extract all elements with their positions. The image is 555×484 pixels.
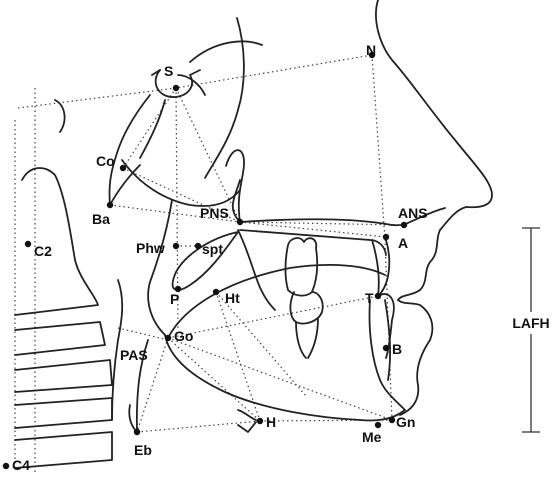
label-co: Co — [96, 153, 115, 169]
landmark-labels: S N Co Ba PNS ANS A C2 Phw spt P Ht T Go… — [12, 42, 428, 473]
label-n: N — [366, 42, 376, 58]
label-eb: Eb — [134, 442, 152, 458]
label-pas: PAS — [120, 347, 148, 363]
label-gn: Gn — [396, 414, 415, 430]
label-me: Me — [362, 429, 382, 445]
label-spt: spt — [202, 241, 223, 257]
label-t: T — [365, 290, 374, 306]
label-phw: Phw — [136, 240, 165, 256]
anatomy-outlines — [14, 0, 493, 469]
label-s: S — [164, 63, 173, 79]
label-b: B — [392, 341, 402, 357]
lafh-dimension: LAFH — [508, 227, 554, 433]
label-go: Go — [174, 328, 193, 344]
label-c4: C4 — [12, 457, 30, 473]
label-ht: Ht — [225, 290, 240, 306]
label-p: P — [170, 291, 179, 307]
label-h: H — [266, 414, 276, 430]
label-ans: ANS — [398, 205, 428, 221]
label-ba: Ba — [92, 211, 110, 227]
label-pns: PNS — [200, 205, 229, 221]
label-c2: C2 — [34, 243, 52, 259]
lafh-label: LAFH — [512, 315, 549, 331]
label-a: A — [398, 235, 408, 251]
landmark-points — [2, 51, 408, 470]
